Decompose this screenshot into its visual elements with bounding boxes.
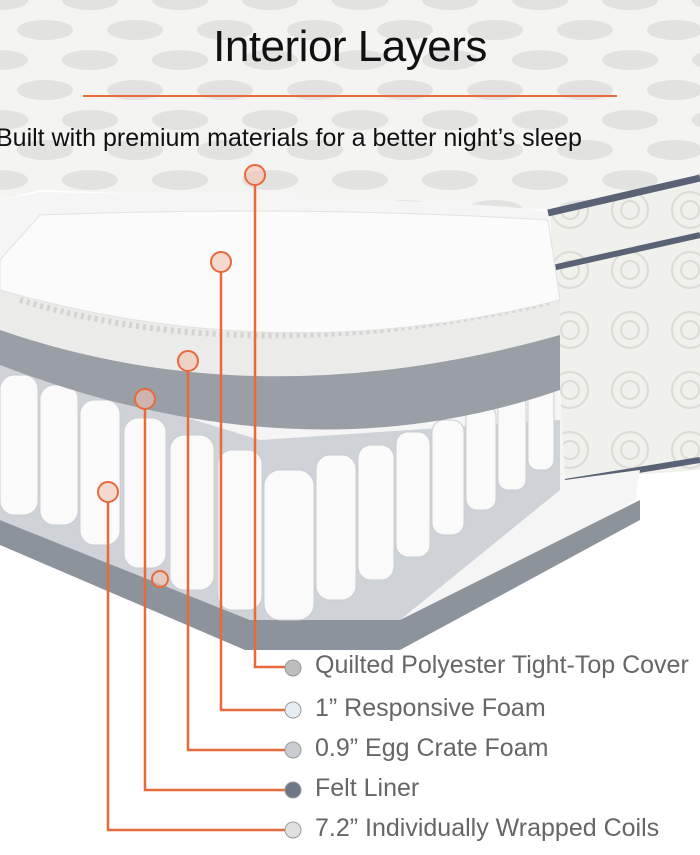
legend-item-cover: Quilted Polyester Tight-Top Cover [315,651,689,679]
swatch-icon [284,701,302,719]
legend-item-felt-liner: Felt Liner [315,774,420,802]
swatch-icon [284,821,302,839]
callout-dot [210,251,232,273]
legend-item-responsive-foam: 1” Responsive Foam [315,694,546,722]
page-title: Interior Layers [213,22,487,71]
coils [0,374,555,621]
swatch-icon [284,781,302,799]
callout-dot [97,481,119,503]
swatch-icon [284,659,302,677]
legend-item-egg-crate-foam: 0.9” Egg Crate Foam [315,734,549,762]
legend-swatches [284,659,302,839]
felt-base [0,500,640,650]
swatch-icon [284,741,302,759]
callout-dot [151,570,169,588]
responsive-foam-layer [0,210,561,334]
callout-dot [177,350,199,372]
subtitle: Built with premium materials for a bette… [0,124,582,152]
legend-item-coils: 7.2” Individually Wrapped Coils [315,814,660,842]
callout-dot [134,388,156,410]
mattress-top [0,0,700,210]
callout-dot [244,164,266,186]
mattress-side [550,180,700,480]
